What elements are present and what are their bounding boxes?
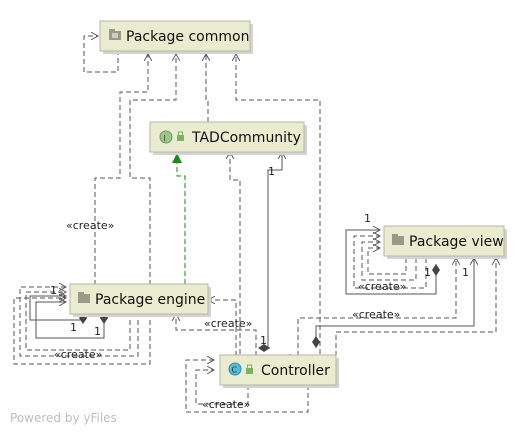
create-label-controller-view: «create» bbox=[352, 308, 400, 321]
edge-engine-common-2 bbox=[129, 54, 176, 285]
mult-tad: 1 bbox=[268, 165, 275, 178]
interface-icon: I bbox=[159, 130, 173, 144]
mult-view-2: 1 bbox=[424, 266, 431, 279]
edge-view-self-2 bbox=[361, 242, 417, 281]
edge-common-self bbox=[83, 36, 119, 73]
mult-view-1: 1 bbox=[364, 212, 371, 225]
node-package-view[interactable]: Package view bbox=[383, 225, 507, 259]
edge-controller-self-2 bbox=[195, 370, 249, 405]
edge-view-self-agg bbox=[345, 230, 436, 295]
edge-controller-engine-2 bbox=[208, 300, 237, 356]
edge-controller-self bbox=[185, 360, 309, 413]
tad-community-label: TADCommunity bbox=[191, 130, 301, 146]
svg-text:C: C bbox=[232, 366, 238, 375]
edges bbox=[13, 36, 496, 413]
mult-engine-2: 1 bbox=[70, 321, 77, 334]
edge-engine-self-3 bbox=[13, 298, 151, 365]
edge-controller-tad-aggregation bbox=[268, 152, 282, 348]
edge-engine-self-2 bbox=[25, 292, 131, 351]
lock-icon bbox=[177, 131, 184, 141]
create-label-controller-self: «create» bbox=[202, 398, 250, 411]
edge-controller-engine bbox=[176, 314, 257, 356]
package-view-label: Package view bbox=[409, 234, 504, 250]
edge-engine-self-agg-2 bbox=[35, 302, 104, 339]
create-label-engine-common: «create» bbox=[66, 219, 114, 232]
mult-engine-3: 1 bbox=[94, 325, 101, 338]
node-package-common[interactable]: Package common bbox=[99, 20, 253, 54]
create-label-controller-engine: «create» bbox=[204, 317, 252, 330]
create-label-engine-self: «create» bbox=[54, 348, 102, 361]
controller-label: Controller bbox=[261, 363, 330, 379]
mult-engine-1: 1 bbox=[50, 284, 57, 297]
package-engine-label: Package engine bbox=[95, 292, 205, 308]
package-icon bbox=[109, 29, 121, 40]
yfiles-watermark: Powered by yFiles bbox=[10, 411, 117, 425]
edge-controller-view-agg bbox=[316, 258, 474, 348]
edge-labels: «create» «create» «create» «create» «cre… bbox=[54, 219, 406, 411]
node-package-engine[interactable]: Package engine bbox=[69, 283, 211, 317]
svg-text:I: I bbox=[164, 134, 166, 143]
edge-engine-common bbox=[94, 54, 148, 285]
multiplicities: 1 1 1 1 1 1 1 1 bbox=[50, 165, 469, 347]
package-common-label: Package common bbox=[126, 29, 249, 45]
edge-controller-tad bbox=[230, 152, 241, 354]
edge-controller-common bbox=[236, 54, 321, 356]
mult-view-3: 1 bbox=[462, 266, 469, 279]
edge-engine-self-1 bbox=[19, 287, 139, 357]
create-label-view-self: «create» bbox=[358, 280, 406, 293]
class-icon: C bbox=[228, 362, 242, 376]
edge-engine-realizes-tad bbox=[172, 153, 186, 284]
edge-controller-view-2 bbox=[335, 258, 496, 356]
mult-controller-tad: 1 bbox=[260, 334, 267, 347]
node-tad-community[interactable]: I TADCommunity bbox=[149, 121, 307, 155]
edge-view-self-3 bbox=[367, 248, 407, 275]
edge-view-self-1 bbox=[353, 236, 427, 289]
edge-controller-view-1 bbox=[297, 258, 456, 356]
lock-icon bbox=[246, 364, 253, 374]
node-controller[interactable]: C Controller bbox=[219, 354, 339, 388]
package-icon bbox=[78, 292, 90, 303]
edge-tad-common bbox=[206, 54, 208, 122]
package-icon bbox=[392, 234, 404, 245]
